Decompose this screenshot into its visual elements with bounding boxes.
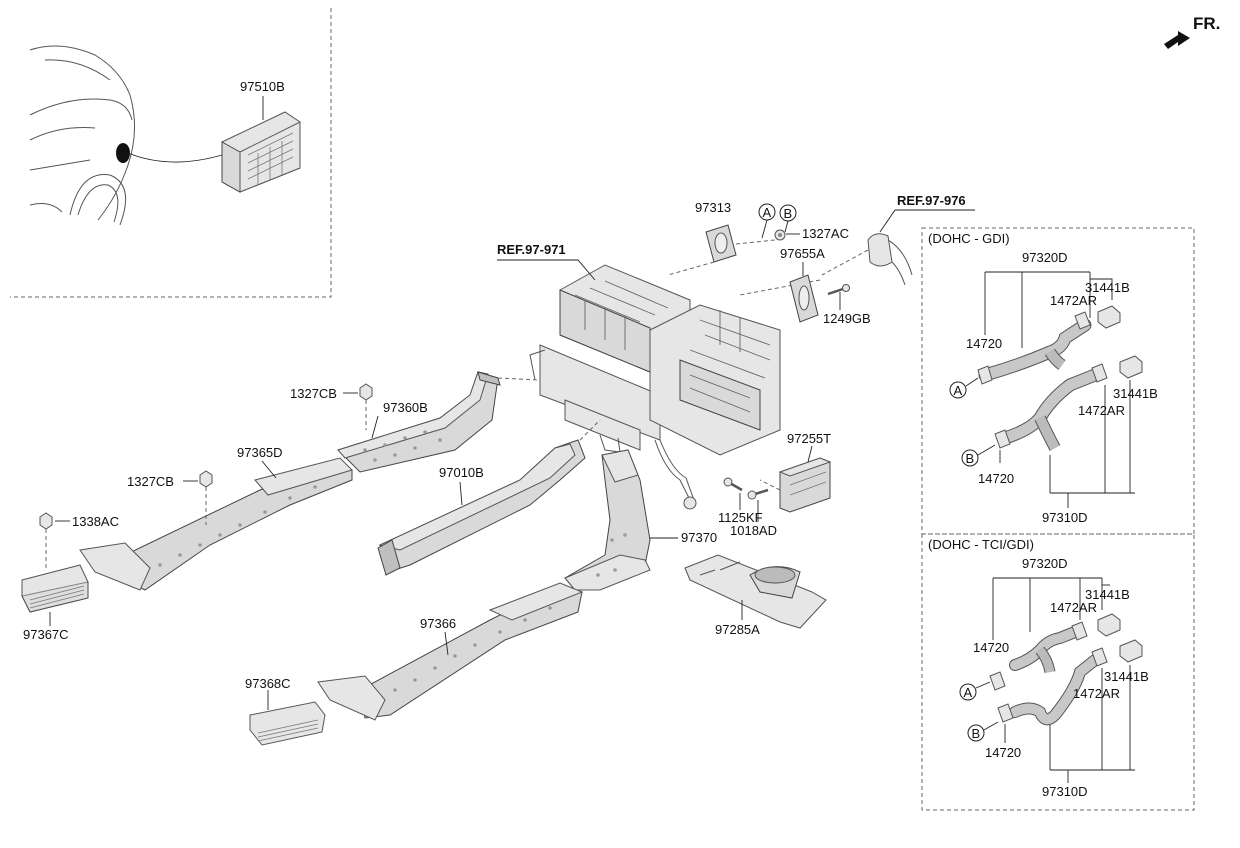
ref-976-fitting: REF.97-976 (739, 193, 975, 296)
marker-b-gdi: B (961, 449, 979, 467)
part-1327AC-drawing (774, 229, 786, 241)
label-97655A: 97655A (780, 246, 825, 261)
variant-tci-box: (DOHC - TCI/GDI) 97320D 31441B 1472AR 14… (921, 533, 1195, 811)
marker-a-top: A (758, 203, 776, 221)
marker-b-tci: B (967, 724, 985, 742)
part-97313-drawing (667, 224, 776, 276)
label-1327AC: 1327AC (802, 226, 849, 241)
part-1018AD-drawing (747, 488, 769, 500)
variant-gdi-box: (DOHC - GDI) 97320D 31441B 1472AR 14720 … (921, 227, 1195, 535)
label-1338AC: 1338AC (72, 514, 119, 529)
front-label: FR. (1193, 14, 1220, 33)
label-97368C: 97368C (245, 676, 291, 691)
part-1249GB-drawing (827, 284, 850, 296)
label-97510B: 97510B (240, 79, 285, 94)
part-1338AC-drawing (39, 512, 53, 568)
marker-a-gdi: A (949, 381, 967, 399)
vehicle-rear-illustration (29, 45, 136, 226)
ref-976-label: REF.97-976 (897, 193, 966, 208)
marker-a-tci: A (959, 683, 977, 701)
label-1327CB-a: 1327CB (290, 386, 337, 401)
label-97313: 97313 (695, 200, 731, 215)
part-97366-drawing (317, 582, 584, 721)
variant-tci-97320D: 97320D (1022, 556, 1068, 571)
part-1125KF-drawing (723, 477, 743, 492)
label-97360B: 97360B (383, 400, 428, 415)
variant-gdi-14720-1: 14720 (966, 336, 1002, 351)
part-1327CB-b-drawing (199, 470, 213, 525)
marker-b-tci-label: B (972, 726, 981, 741)
variant-tci-hose-lower (1009, 654, 1101, 726)
marker-a-tci-label: A (964, 685, 973, 700)
variant-gdi-1472AR-2: 1472AR (1078, 403, 1125, 418)
variant-gdi-14720-2: 14720 (978, 471, 1014, 486)
part-97367C-drawing (21, 564, 89, 613)
variant-tci-title: (DOHC - TCI/GDI) (928, 537, 1034, 552)
part-97655A-drawing (789, 274, 819, 323)
part-97360B-drawing (337, 371, 541, 473)
label-97365D: 97365D (237, 445, 283, 460)
label-97366: 97366 (420, 616, 456, 631)
front-arrow-icon (1164, 31, 1190, 49)
marker-b-gdi-label: B (966, 451, 975, 466)
variant-gdi-31441B-1: 31441B (1085, 280, 1130, 295)
variant-tci-97310D: 97310D (1042, 784, 1088, 799)
vehicle-inset: 97510B (10, 8, 332, 298)
variant-gdi-hose-lower (998, 368, 1102, 451)
label-1249GB: 1249GB (823, 311, 871, 326)
label-97285A: 97285A (715, 622, 760, 637)
part-97510B-drawing (221, 111, 301, 193)
variant-tci-1472AR-2: 1472AR (1073, 686, 1120, 701)
variant-tci-14720-1: 14720 (973, 640, 1009, 655)
part-97285A-drawing (684, 554, 827, 629)
marker-b-top-label: B (784, 206, 793, 221)
variant-tci-1472AR-1: 1472AR (1050, 600, 1097, 615)
front-direction-indicator: FR. (1164, 14, 1220, 49)
variant-gdi-31441B-2: 31441B (1113, 386, 1158, 401)
ref-971-label: REF.97-971 (497, 242, 566, 257)
marker-a-gdi-label: A (954, 383, 963, 398)
variant-tci-hose-upper (1009, 626, 1081, 674)
label-1327CB-b: 1327CB (127, 474, 174, 489)
variant-gdi-97310D: 97310D (1042, 510, 1088, 525)
part-97368C-drawing (249, 701, 326, 746)
variant-tci-31441B-2: 31441B (1104, 669, 1149, 684)
variant-gdi-1472AR-1: 1472AR (1050, 293, 1097, 308)
part-1327CB-a-drawing (359, 383, 373, 430)
part-97370-drawing (564, 449, 651, 591)
label-97010B: 97010B (439, 465, 484, 480)
label-1125KF: 1125KF (718, 510, 763, 525)
part-97010B-drawing (377, 419, 601, 576)
variant-gdi-hose-upper (978, 318, 1092, 382)
variant-tci-31441B-1: 31441B (1085, 587, 1130, 602)
variant-gdi-97320D: 97320D (1022, 250, 1068, 265)
marker-a-top-label: A (763, 205, 772, 220)
label-1018AD: 1018AD (730, 523, 777, 538)
marker-b-top: B (779, 204, 797, 222)
variant-tci-14720-2: 14720 (985, 745, 1021, 760)
label-97255T: 97255T (787, 431, 831, 446)
label-97367C: 97367C (23, 627, 69, 642)
label-97370: 97370 (681, 530, 717, 545)
part-97365D-drawing (79, 457, 353, 591)
part-97255T-drawing (759, 457, 832, 513)
hvac-module-drawing (529, 264, 781, 510)
variant-gdi-title: (DOHC - GDI) (928, 231, 1010, 246)
